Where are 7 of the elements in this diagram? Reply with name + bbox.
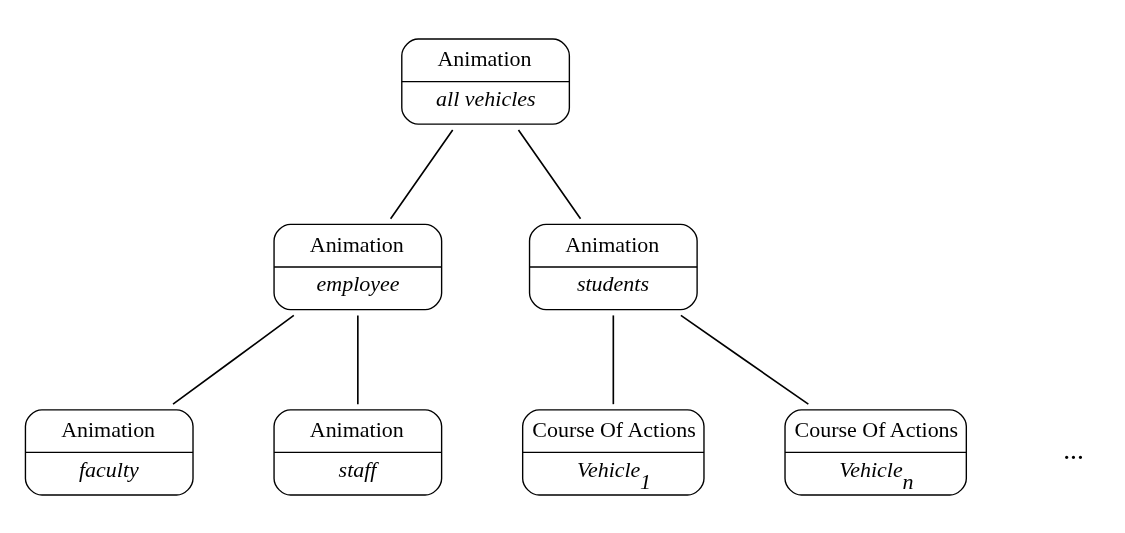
connector — [517, 128, 582, 220]
connector — [172, 314, 295, 405]
connector — [389, 128, 454, 220]
connector — [612, 314, 615, 405]
connector — [680, 314, 810, 405]
connector — [357, 314, 359, 405]
label: ... — [1063, 434, 1084, 465]
